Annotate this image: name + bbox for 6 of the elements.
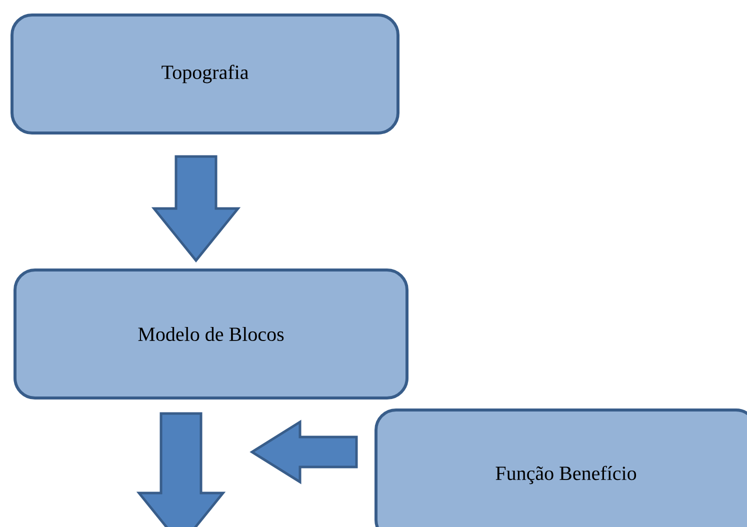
block-arrow (151, 155, 241, 262)
block-arrow (136, 412, 226, 527)
process-box: Topografia (10, 14, 400, 134)
process-box: Função Benefício (374, 408, 747, 527)
process-box: Modelo de Blocos (14, 268, 408, 400)
block-arrow (250, 420, 358, 484)
